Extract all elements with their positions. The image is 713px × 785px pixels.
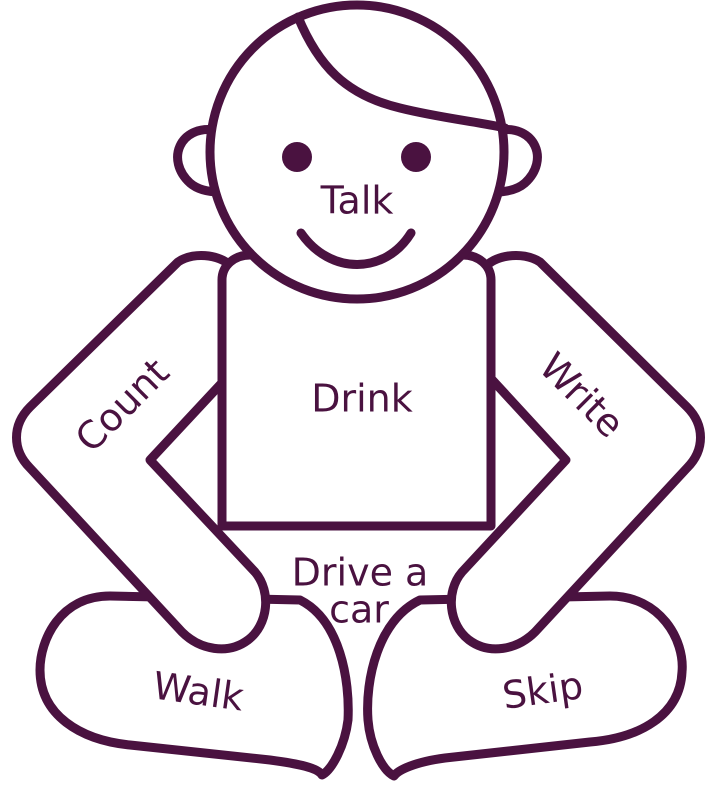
head [210,5,504,299]
label-car: car [329,588,389,632]
right-eye [401,142,431,172]
left-eye [282,142,312,172]
label-drink: Drink [311,377,413,421]
label-talk: Talk [320,179,394,223]
